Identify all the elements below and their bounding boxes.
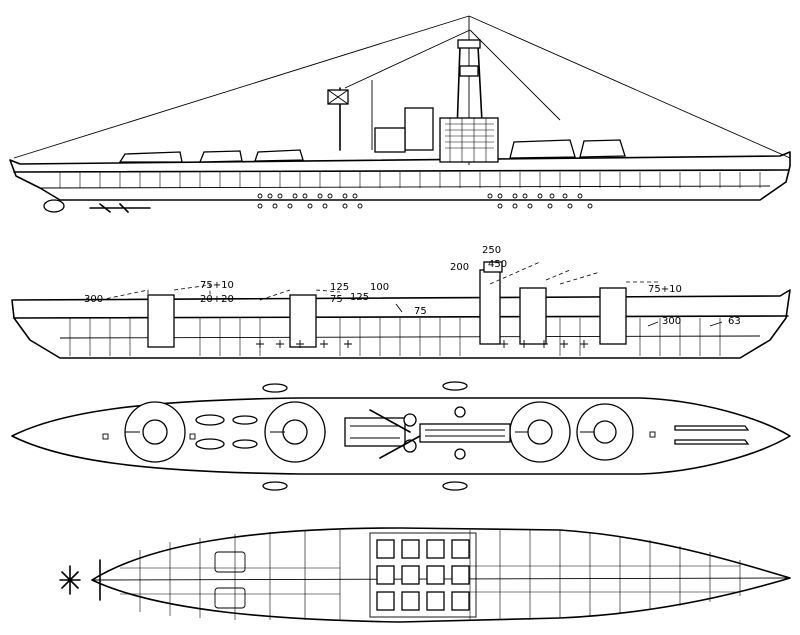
label-deck-fore2: 20+20: [200, 294, 234, 305]
label-mid-b: 125: [350, 292, 369, 303]
label-turret2-a: 125: [330, 282, 349, 293]
label-mid-c: 75: [414, 306, 427, 317]
label-turret2-b: 75: [330, 294, 343, 305]
label-tower-top: 250: [482, 245, 501, 256]
label-aft-ext: 63: [728, 316, 741, 327]
label-mid-a: 100: [370, 282, 389, 293]
label-deck-aft: 75+10: [648, 284, 682, 295]
armor-profile-view: 300 75+10 20+20 125 75 100 125 75 250 20…: [11, 245, 791, 359]
label-tower-b: 450: [488, 259, 507, 270]
deck-plan-view: [11, 381, 791, 491]
side-profile-view: [9, 15, 791, 213]
label-tower-a: 200: [450, 262, 469, 273]
hull-plan-view: [59, 527, 791, 623]
label-belt-fore: 300: [84, 294, 103, 305]
label-deck-fore: 75+10: [200, 280, 234, 291]
label-belt-aft: 300: [662, 316, 681, 327]
